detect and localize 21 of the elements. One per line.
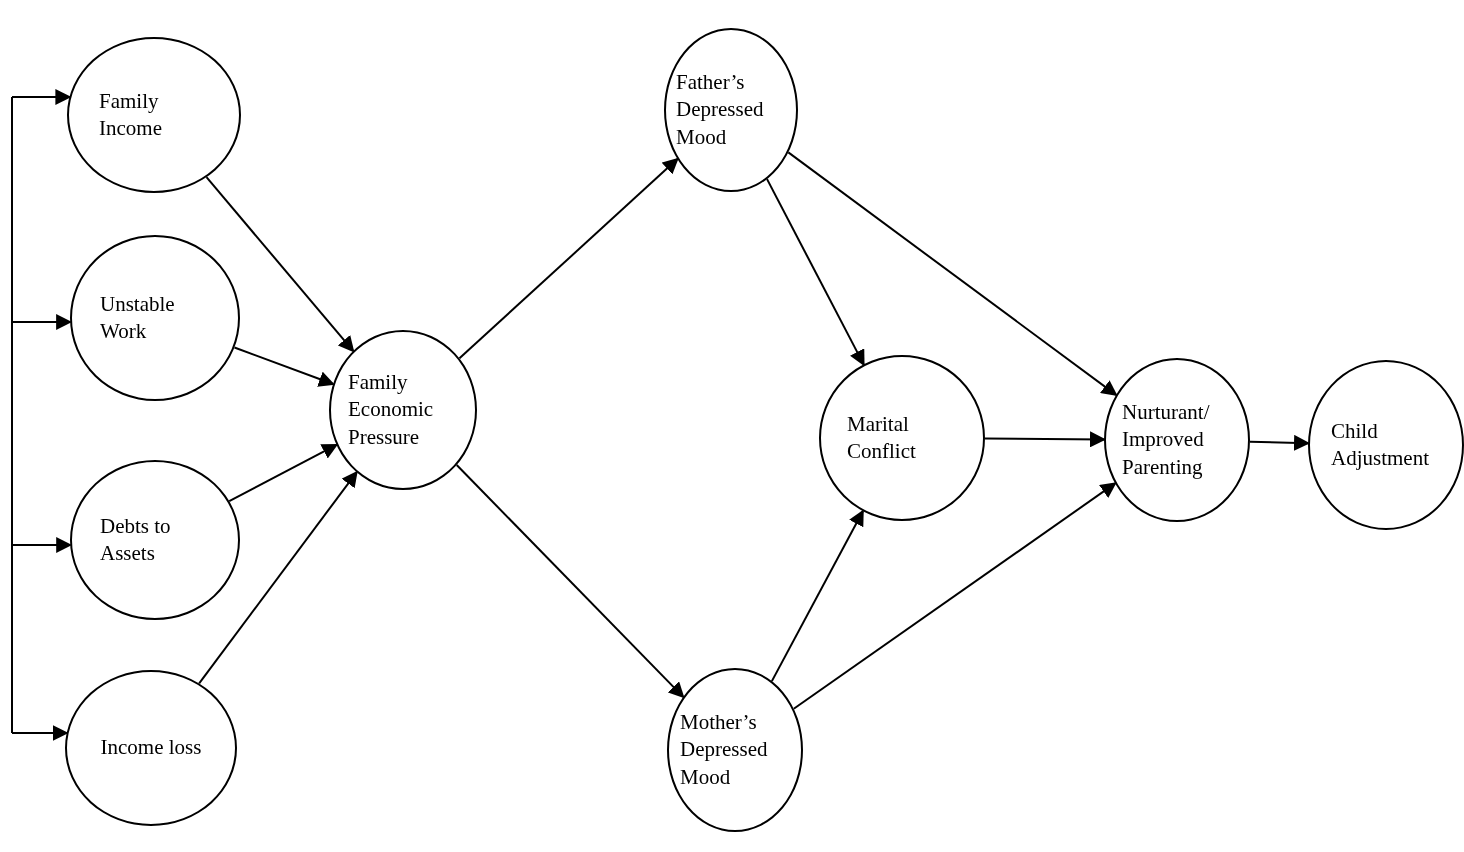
arrow: [792, 482, 1117, 710]
node-label: Child Adjustment: [1331, 417, 1430, 472]
node-label: Unstable Work: [100, 290, 176, 345]
arrow: [1249, 434, 1310, 451]
node-label: Income loss: [100, 734, 202, 762]
arrow: [787, 151, 1118, 397]
node-label: Marital Conflict: [847, 410, 917, 465]
node-label: Debts to Assets: [100, 512, 172, 567]
bracket-line: [11, 96, 13, 734]
node-label: Family Economic Pressure: [348, 369, 435, 451]
arrow: [205, 176, 355, 353]
arrow: [233, 346, 335, 387]
arrow: [458, 157, 679, 360]
arrow: [455, 464, 685, 699]
arrow: [984, 431, 1106, 448]
node-label: Father’s Depressed Mood: [676, 69, 765, 151]
arrow: [766, 178, 865, 367]
node-label: Family Income: [99, 87, 163, 142]
node-label: Mother’s Depressed Mood: [680, 709, 769, 791]
node-label: Nurturant/ Improved Parenting: [1122, 399, 1211, 481]
arrow: [198, 470, 358, 685]
